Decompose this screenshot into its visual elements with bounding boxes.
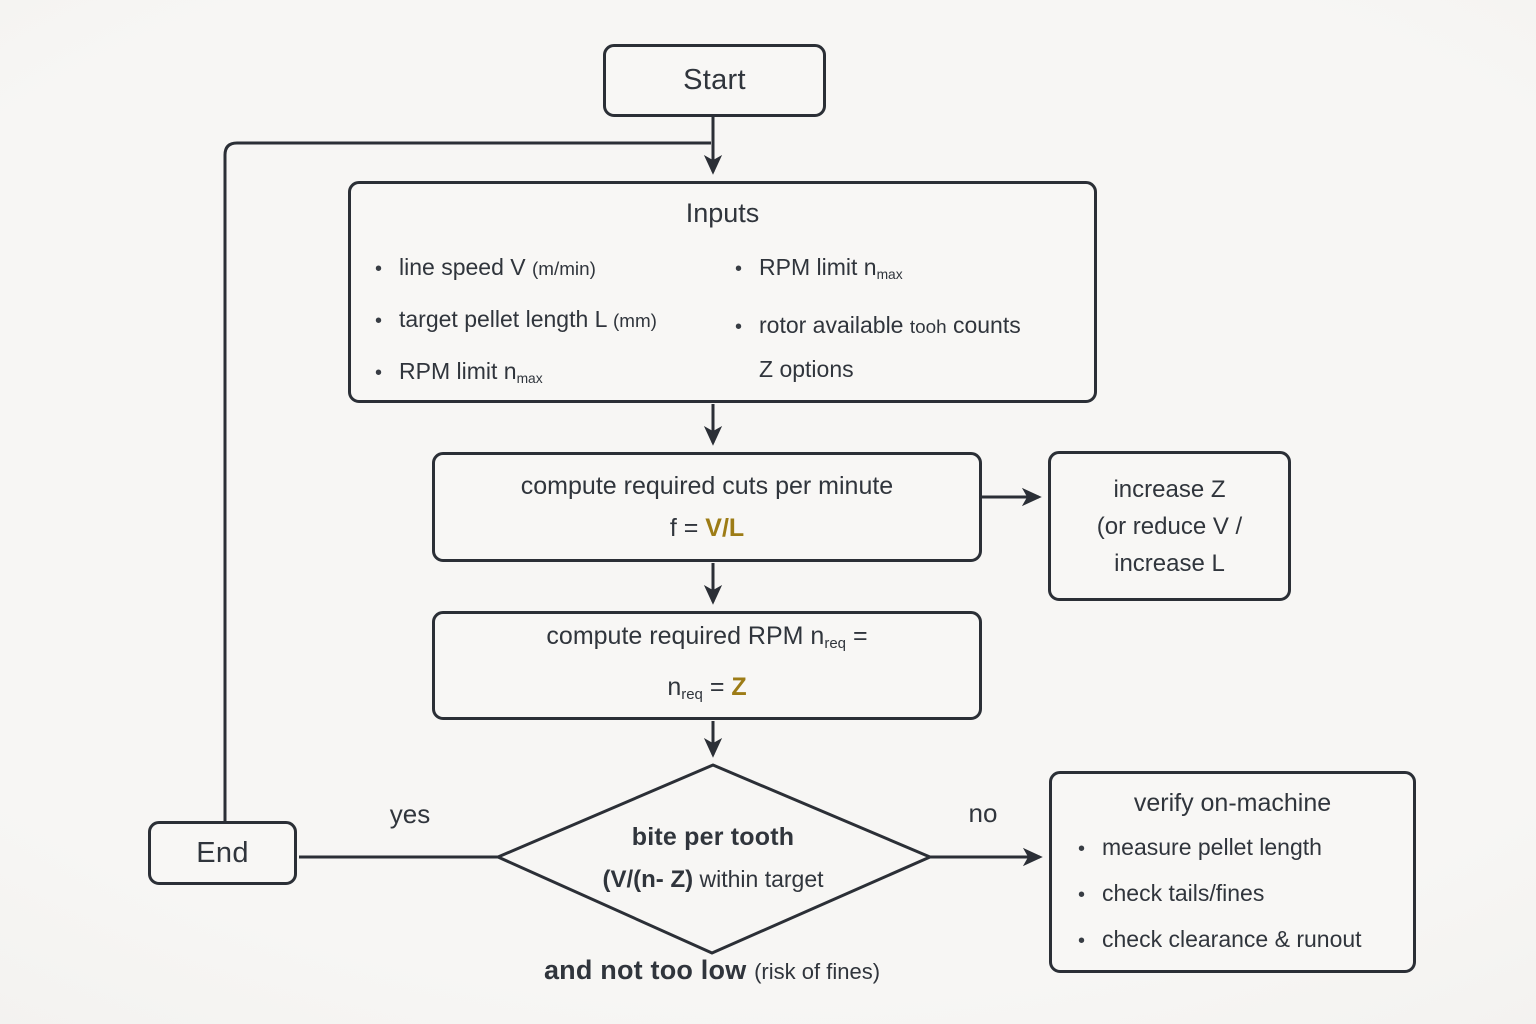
compute-cuts-node: compute required cuts per minute f = V/L	[432, 452, 982, 562]
increase-z-line2: (or reduce V /	[1096, 512, 1243, 540]
edge-end-loop-left	[223, 141, 711, 821]
end-node: End	[148, 821, 297, 885]
bullet-icon: •	[1078, 884, 1086, 906]
input-rpm-limit-right: RPM limit nmax	[759, 254, 903, 282]
start-label: Start	[683, 64, 746, 96]
input-pellet-length: target pellet length L (mm)	[399, 306, 657, 332]
list-item: • line speed V (m/min)	[375, 250, 731, 286]
decision-line2: (V/(n- Z) within target	[602, 866, 824, 893]
bullet-icon: •	[735, 258, 743, 280]
decision-node: bite per tooth (V/(n- Z) within target	[513, 816, 913, 901]
bullet-icon: •	[1078, 930, 1086, 952]
compute-cuts-line1: compute required cuts per minute	[520, 472, 894, 500]
input-z-options: Z options	[759, 355, 854, 382]
verify-title: verify on-machine	[1133, 789, 1332, 817]
input-rpm-limit: RPM limit nmax	[399, 358, 543, 386]
increase-z-node: increase Z (or reduce V / increase L	[1048, 451, 1291, 601]
verify-check-clearance-runout: check clearance & runout	[1102, 926, 1362, 952]
bullet-icon: •	[735, 315, 743, 338]
bullet-icon: •	[375, 258, 383, 280]
bullet-icon: •	[1078, 838, 1086, 860]
list-item: • RPM limit nmax	[735, 250, 1087, 292]
inputs-right-column: • RPM limit nmax • rotor available tooh …	[735, 250, 1087, 402]
compute-rpm-line1: compute required RPM nreq =	[546, 622, 868, 653]
compute-rpm-node: compute required RPM nreq = nreq = Z	[432, 611, 982, 720]
list-item: • rotor available tooh counts Z options	[735, 308, 1087, 386]
list-item: • measure pellet length	[1078, 830, 1413, 866]
decision-diamond	[496, 763, 932, 955]
verify-list: • measure pellet length • check tails/fi…	[1078, 830, 1413, 958]
list-item: • RPM limit nmax	[375, 354, 731, 396]
end-label: End	[196, 836, 249, 869]
compute-rpm-equation: nreq = Z	[667, 672, 747, 703]
input-rotor-tooth-counts: rotor available tooh counts Z options	[759, 308, 1087, 386]
start-node: Start	[603, 44, 826, 117]
increase-z-line1: increase Z	[1113, 475, 1226, 503]
verify-node: verify on-machine • measure pellet lengt…	[1049, 771, 1416, 973]
inputs-left-column: • line speed V (m/min) • target pellet l…	[375, 250, 731, 412]
verify-check-tails-fines: check tails/fines	[1102, 880, 1265, 906]
inputs-node: Inputs • line speed V (m/min) • target p…	[348, 181, 1097, 403]
no-edge-label: no	[968, 798, 998, 828]
inputs-title: Inputs	[685, 198, 760, 228]
bullet-icon: •	[375, 310, 383, 332]
verify-measure-pellet-length: measure pellet length	[1102, 834, 1322, 860]
list-item: • target pellet length L (mm)	[375, 302, 731, 338]
list-item: • check clearance & runout	[1078, 922, 1413, 958]
compute-cuts-equation: f = V/L	[669, 514, 745, 542]
decision-footnote: and not too low (risk of fines)	[543, 955, 881, 985]
list-item: • check tails/fines	[1078, 876, 1413, 912]
increase-z-line3: increase L	[1114, 549, 1225, 577]
yes-edge-label: yes	[389, 799, 431, 829]
decision-line1: bite per tooth	[631, 823, 795, 851]
bullet-icon: •	[375, 362, 383, 384]
input-line-speed: line speed V (m/min)	[399, 254, 596, 280]
